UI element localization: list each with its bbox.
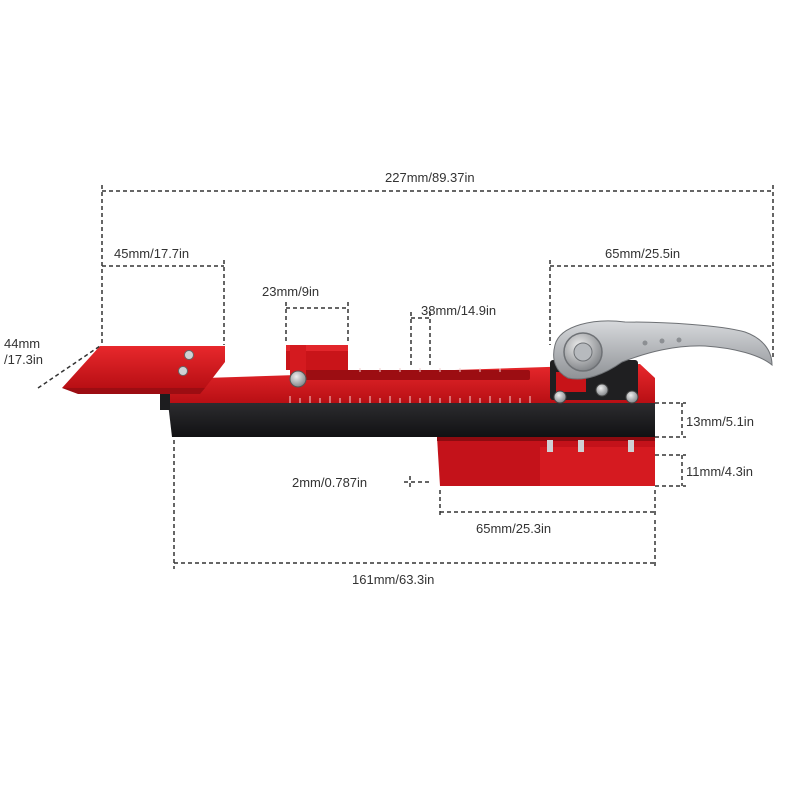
stop-knob <box>289 370 307 388</box>
left-plate-length-label: 45mm/17.7in <box>114 246 190 261</box>
rail-height-label: 13mm/5.1in <box>686 414 754 429</box>
dimension-lines <box>37 185 774 569</box>
red-top-bar <box>168 364 655 403</box>
base-height-label: 11mm/4.3in <box>686 464 753 479</box>
handle-length-label: 65mm/25.5in <box>605 246 681 261</box>
ruler-ticks <box>289 368 531 403</box>
scale-segment-label: 38mm/14.9in <box>421 303 497 318</box>
black-rail <box>168 403 655 437</box>
stop-block-width-label: 23mm/9in <box>262 284 320 299</box>
scale-slot <box>300 370 530 380</box>
plate-width-label-line2: /17.3in <box>4 352 44 367</box>
cam-handle <box>553 320 773 380</box>
red-base-step <box>540 447 655 486</box>
left-red-plate <box>62 346 225 388</box>
gap-label: 2mm/0.787in <box>292 475 368 490</box>
plate-screw-1 <box>184 350 194 360</box>
plate-width-label-line1: 44mm <box>4 336 41 351</box>
rail-length-label: 161mm/63.3in <box>352 572 435 587</box>
base-length-label: 65mm/25.3in <box>476 521 552 536</box>
overall-length-label: 227mm/89.37in <box>385 170 475 185</box>
plate-screw-2 <box>178 366 188 376</box>
